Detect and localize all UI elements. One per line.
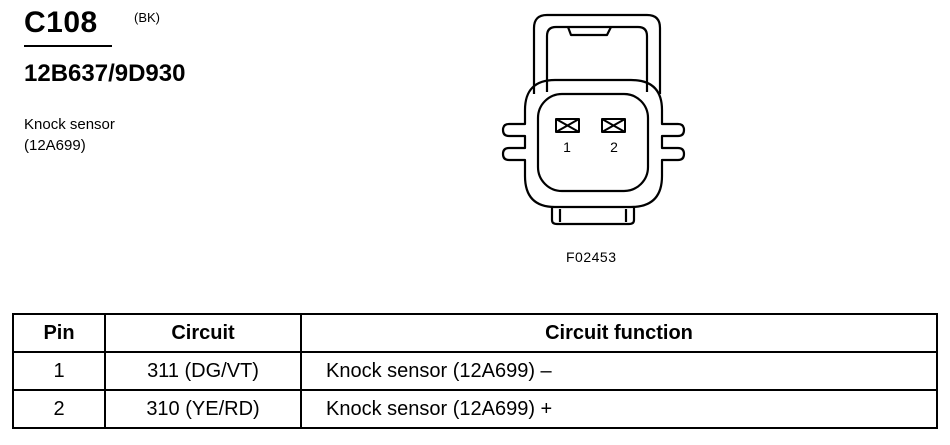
pin-2-label: 2 <box>610 139 618 155</box>
circuit-cell: 311 (DG/VT) <box>104 351 302 391</box>
column-header-circuit: Circuit <box>104 313 302 353</box>
function-cell: Knock sensor (12A699) + <box>300 389 938 429</box>
figure-id: F02453 <box>566 249 617 265</box>
circuit-cell: 310 (YE/RD) <box>104 389 302 429</box>
table-header-row: Pin Circuit Circuit function <box>12 313 938 353</box>
pin-cell: 2 <box>12 389 106 429</box>
pin-table: Pin Circuit Circuit function 1 311 (DG/V… <box>12 313 938 429</box>
component-name: Knock sensor <box>24 116 115 133</box>
function-cell: Knock sensor (12A699) – <box>300 351 938 391</box>
part-number: 12B637/9D930 <box>24 60 186 87</box>
table-row: 1 311 (DG/VT) Knock sensor (12A699) – <box>12 351 938 391</box>
table-row: 2 310 (YE/RD) Knock sensor (12A699) + <box>12 389 938 429</box>
connector-housing <box>501 78 686 209</box>
pin-cell: 1 <box>12 351 106 391</box>
pin-1-cavity-icon <box>555 118 580 133</box>
component-description: Knock sensor (12A699) <box>24 114 115 156</box>
latch-tab <box>566 26 612 37</box>
connector-latch <box>532 13 662 94</box>
column-header-function: Circuit function <box>300 313 938 353</box>
pin-1-label: 1 <box>563 139 571 155</box>
pin-2-cavity-icon <box>601 118 626 133</box>
connector-face <box>536 92 650 193</box>
component-number: (12A699) <box>24 137 86 154</box>
connector-latch-inner <box>545 25 649 92</box>
connector-bottom-tab-inner <box>558 209 628 222</box>
column-header-pin: Pin <box>12 313 106 353</box>
connector-id-underline <box>24 45 112 47</box>
connector-color-code: (BK) <box>134 10 160 25</box>
connector-id: C108 <box>24 6 98 39</box>
connector-bottom-tab <box>550 207 636 226</box>
connector-face-diagram: 1 2 <box>501 13 686 226</box>
